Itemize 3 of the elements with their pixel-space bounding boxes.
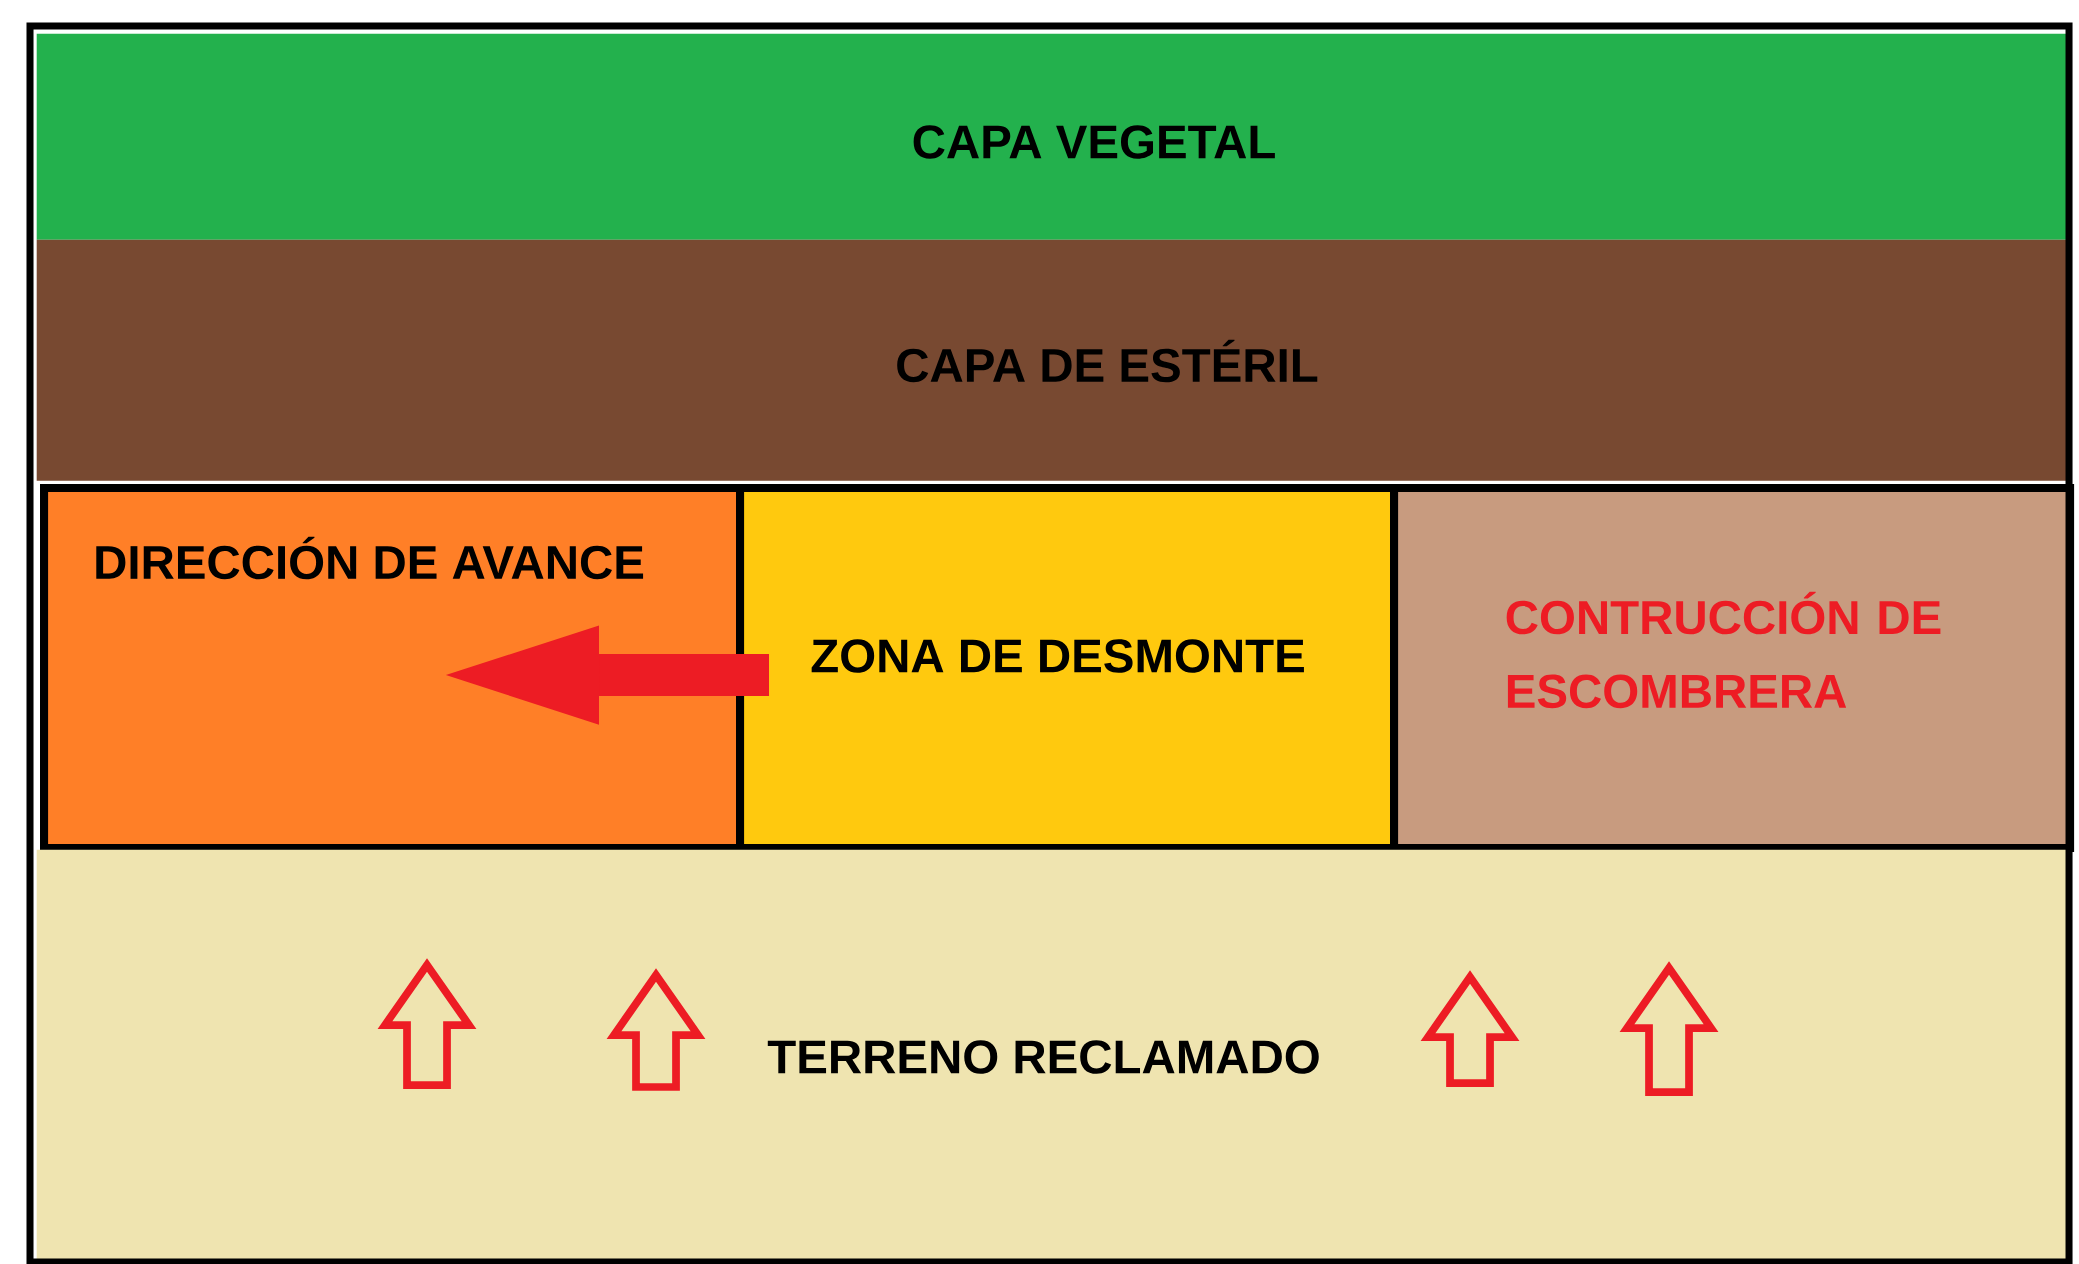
layer-band: CAPA DE ESTÉRIL [36, 239, 2067, 481]
layer-band: CAPA VEGETAL [36, 33, 2067, 240]
layer-band: TERRENO RECLAMADO [36, 849, 2067, 1261]
